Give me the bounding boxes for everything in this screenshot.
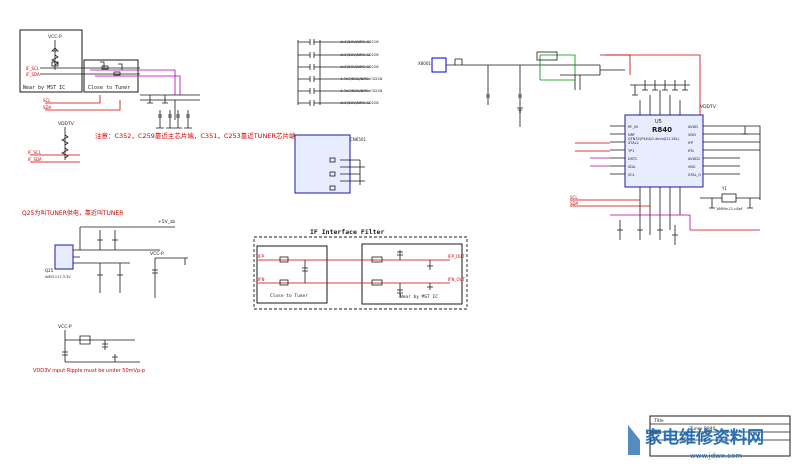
- power-label-vccp-1: VCC-P: [48, 34, 62, 40]
- signal-if-scl: IF_SCL: [26, 66, 40, 71]
- r840-pin-r3: IFN: [688, 149, 694, 153]
- connector-body: [294, 134, 351, 194]
- r840-pin-r6: XTAL_O: [688, 173, 701, 177]
- power-label-5v: +5V_sb: [158, 219, 175, 225]
- ripple-section: VCC-P VDD3V input Ripple must be under 5…: [33, 324, 145, 374]
- power-label-vddtv-2: VDDTV: [700, 104, 717, 110]
- r840-part: R840: [652, 126, 672, 134]
- signal-scl-label: SCL: [43, 98, 51, 103]
- rf-connector: [431, 57, 447, 73]
- connector-ref: CN6501: [350, 137, 366, 142]
- title-block-frame: [649, 415, 791, 457]
- if-filter-title: IF Interface Filter: [310, 228, 384, 236]
- if-filter-frame: [253, 236, 468, 310]
- if-box-tuner: [256, 245, 328, 304]
- r840-pin-r5: VBG: [688, 165, 696, 169]
- signal-ifn: IFN: [258, 277, 264, 282]
- title-block-label: Title: [653, 418, 664, 424]
- q25-ref: Q25: [45, 268, 54, 273]
- if-box-mst: [361, 243, 463, 305]
- tuner-chip-r840: U5 R840 QFN32(P4X4)0.4mm(D1.28L) RF_IN N…: [570, 54, 761, 245]
- signal-ifp-out: IFP_OUT: [448, 254, 465, 259]
- q25-body: [54, 244, 74, 270]
- if-box-tuner-label: Close to Tuner: [270, 293, 308, 299]
- cap-label-1: 1nF/50V/NPO C0216: [340, 39, 379, 44]
- watermark-url: www.jdwx.com: [690, 452, 742, 460]
- r840-pin-r2: IFP: [688, 141, 693, 145]
- i2c-section: Near by MST IC Close to Tuner VCC-P IF_S…: [19, 29, 200, 163]
- cap-label-3: 1nF/50V/NPO C0226: [340, 64, 379, 69]
- cap-label-4: 4.7nF/50V/NPO C0228: [340, 76, 383, 81]
- q25-part: AMS1117-3.3V: [45, 275, 71, 279]
- r840-body: [624, 114, 704, 188]
- r840-pin-r4: AVDD2: [688, 157, 700, 161]
- top-note: 注意：C352，C259靠近主芯片端，C351，C253靠近TUNER芯片端: [95, 131, 296, 140]
- watermark-text: 家电维修资料网: [645, 427, 764, 448]
- r840-pin-l6: SCL: [628, 173, 635, 177]
- connector-cn6501: CN6501: [294, 134, 366, 194]
- signal-sda-label: SDA: [43, 105, 52, 110]
- title-block-sheet: Tuner R840: [689, 426, 716, 432]
- cap-label-5: 4.7nF/50V/NPO C0228: [340, 88, 383, 93]
- r840-pin-l3: TP1: [627, 149, 634, 153]
- power-note: Q25为叫TUNER供电，靠近叫TUNER: [22, 209, 123, 217]
- title-block: Title Tuner R840: [649, 415, 791, 457]
- signal-if-scl-2: IF_SCL: [28, 150, 42, 155]
- cap-label-6: 1nF/50V/NPO C0228: [340, 100, 379, 105]
- if-box-mst-label: Near by MST IC: [400, 294, 438, 300]
- crystal-y1: [721, 193, 737, 203]
- r840-pin-l4: DSTC: [628, 157, 638, 161]
- r840-pin-l5: SDA: [628, 165, 636, 169]
- cap-label-2: 1nF/50V/NPO C0226: [340, 52, 379, 57]
- if-filter-section: IF Interface Filter Close to Tuner Near …: [253, 228, 468, 310]
- signal-if-sda: IF_SDA: [26, 72, 40, 77]
- box-near-mst: [19, 29, 83, 93]
- signal-if-sda-2: IF_SDA: [28, 157, 42, 162]
- r840-ref: U5: [655, 119, 662, 125]
- r840-pin-l0: RF_IN: [628, 125, 638, 129]
- rf-connector-ref: X8001: [418, 61, 431, 66]
- r840-pin-l1: NRF: [628, 133, 635, 137]
- ripple-note: VDD3V input Ripple must be under 50mVp-p: [33, 368, 145, 374]
- power-label-vccp-2: VCC-P: [150, 251, 164, 257]
- watermark: 家电维修资料网 www.jdwx.com: [628, 425, 764, 460]
- power-label-vccp-3: VCC-P: [58, 324, 72, 330]
- signal-sda-r840: SDA: [570, 201, 579, 206]
- regulator-section: Q25为叫TUNER供电，靠近叫TUNER +5V_sb Q25 AMS1117…: [22, 209, 188, 298]
- box-near-label: Near by MST IC: [23, 85, 65, 91]
- signal-ifp: IFP: [258, 254, 264, 259]
- cap-ladder: 1nF/50V/NPO C0216 1nF/50V/NPO C0226 1nF/…: [297, 39, 383, 106]
- rf-input-section: X8001: [418, 51, 631, 127]
- signal-ifn-out: IFN_OUT: [448, 277, 466, 282]
- crystal-ref: Y1: [721, 186, 727, 191]
- r840-pin-r0: AVDD: [688, 125, 698, 129]
- power-label-vddtv: VDDTV: [58, 121, 75, 127]
- watermark-logo: [628, 425, 640, 455]
- crystal-spec: 16MHz,CL=8pF: [716, 207, 743, 211]
- r840-pin-l2: XTAL2: [628, 141, 639, 145]
- r840-pin-r1: VDD: [688, 133, 696, 137]
- signal-scl-r840: SCL: [570, 195, 578, 200]
- box-close-label: Close to Tuner: [88, 85, 130, 91]
- r840-package: QFN32(P4X4)0.4mm(D1.28L): [628, 137, 680, 141]
